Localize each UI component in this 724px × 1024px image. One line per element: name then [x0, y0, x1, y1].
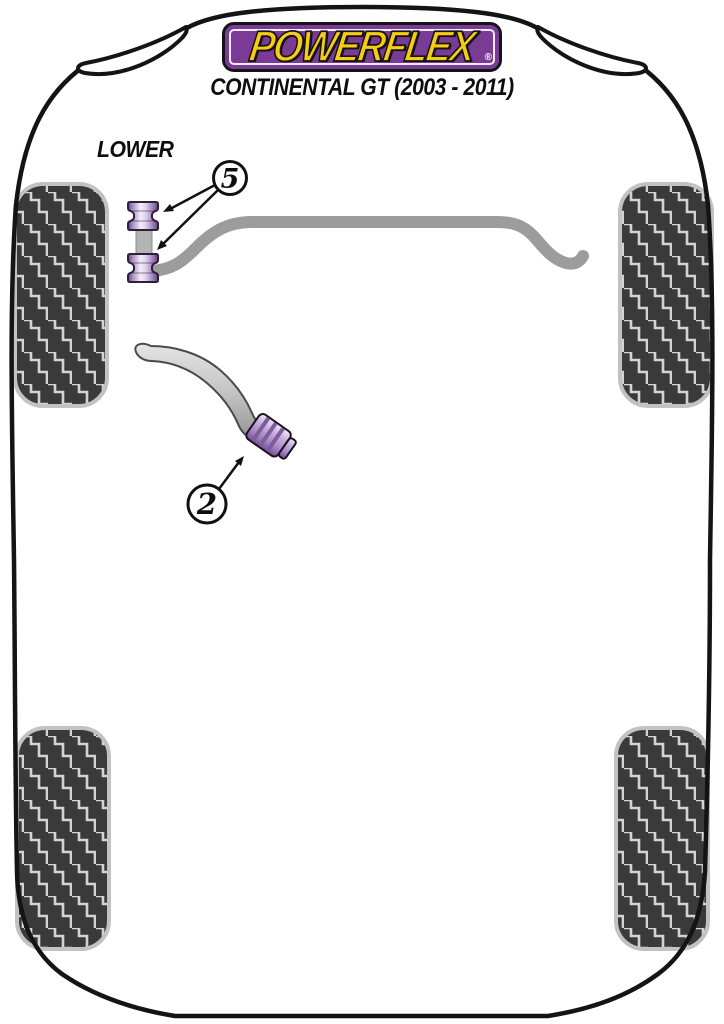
mirror-right	[535, 25, 648, 76]
callout-5-arrows	[157, 183, 219, 250]
callout-2-arrow	[217, 456, 244, 490]
lower-control-arm	[134, 342, 262, 437]
car-roof-outline	[179, 4, 545, 34]
callout-2-circle	[186, 483, 228, 525]
powerflex-logo-text: POWERFLEX	[246, 22, 478, 71]
wheel-rear-left	[15, 726, 111, 951]
anti-roll-bar	[147, 216, 589, 277]
mirror-left	[76, 25, 189, 76]
wheel-front-right	[618, 182, 714, 408]
vehicle-title: CONTINENTAL GT (2003 - 2011)	[210, 74, 514, 101]
lower-arm-bush	[245, 413, 297, 460]
registered-trademark-symbol: ®	[484, 52, 492, 63]
wheel-rear-right	[614, 726, 710, 951]
anti-roll-bar-bush-upper	[127, 201, 159, 231]
callout-5-number: 5	[220, 164, 240, 195]
car-body-outline	[9, 63, 715, 1019]
callout-5-circle	[212, 160, 248, 196]
callout-2-number: 2	[196, 487, 218, 521]
wheel-front-left	[13, 182, 109, 408]
section-label-lower: LOWER	[97, 136, 174, 162]
powerflex-logo: POWERFLEX ®	[222, 22, 502, 72]
